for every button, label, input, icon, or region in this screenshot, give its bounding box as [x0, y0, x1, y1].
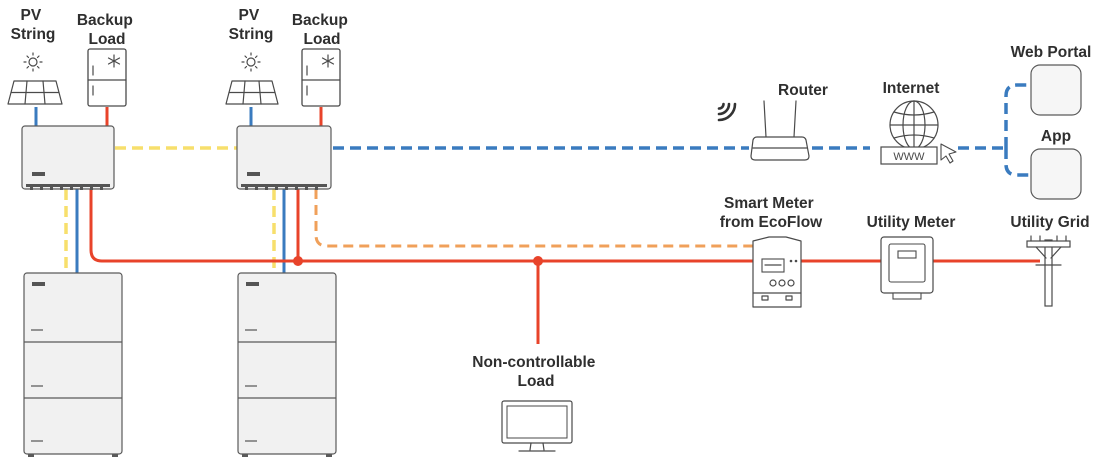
backup-load-label-2: Backup Load [292, 12, 352, 48]
non-controllable-load-label: Non-controllable Load [472, 354, 599, 390]
web-portal-label: Web Portal [1011, 44, 1092, 61]
inverter-2 [236, 125, 332, 190]
refrigerator-icon [87, 48, 127, 107]
monitor-icon [501, 400, 573, 452]
utility-grid: Utility Grid [1010, 214, 1090, 307]
solar-panel-icon [225, 52, 279, 105]
non-controllable-load: Non-controllable Load [472, 354, 599, 452]
inverter-1 [21, 125, 115, 190]
internet-label: Internet [883, 80, 940, 97]
utility-meter: Utility Meter [867, 214, 956, 300]
battery-stack-1 [23, 272, 123, 457]
inverter-ports [241, 184, 327, 190]
solar-panel-icon [7, 52, 63, 105]
globe-icon: WWW [880, 100, 957, 165]
refrigerator-icon [301, 48, 341, 107]
network-link-portal [1004, 83, 1031, 148]
internet: WWW Internet [880, 80, 957, 165]
www-label: WWW [893, 151, 925, 163]
app-label: App [1041, 128, 1071, 145]
battery-stack-2 [237, 272, 337, 457]
pv-string-label-1: PV String [11, 7, 56, 43]
inverter-ports [26, 184, 110, 190]
comm-inv2-smartmeter [314, 189, 753, 248]
backup-load-1: Backup Load [77, 12, 137, 107]
web-portal-icon [1030, 64, 1082, 116]
smart-meter: Smart Meter from EcoFlow [720, 195, 823, 308]
backup-load-2: Backup Load [292, 12, 352, 107]
smart-meter-icon [752, 236, 802, 308]
backup-load-label-1: Backup Load [77, 12, 137, 48]
smart-meter-label: Smart Meter from EcoFlow [720, 195, 823, 231]
pv-string-label-2: PV String [229, 7, 274, 43]
utility-grid-label: Utility Grid [1010, 214, 1089, 231]
ac-junction-inverter [293, 256, 303, 266]
pv-string-1: PV String [7, 7, 63, 105]
network-link-app [1004, 148, 1031, 177]
router-label: Router [778, 82, 828, 99]
web-portal: Web Portal [1011, 44, 1092, 116]
app: App [1030, 128, 1082, 200]
router: Router [717, 82, 828, 161]
wifi-icon [717, 102, 737, 122]
ac-inv1-main [89, 189, 300, 263]
utility-pole-icon [1026, 235, 1071, 307]
app-icon [1030, 148, 1082, 200]
router-icon [750, 100, 810, 161]
utility-meter-icon [880, 236, 934, 300]
pv-string-2: PV String [225, 7, 279, 105]
utility-meter-label: Utility Meter [867, 214, 956, 231]
